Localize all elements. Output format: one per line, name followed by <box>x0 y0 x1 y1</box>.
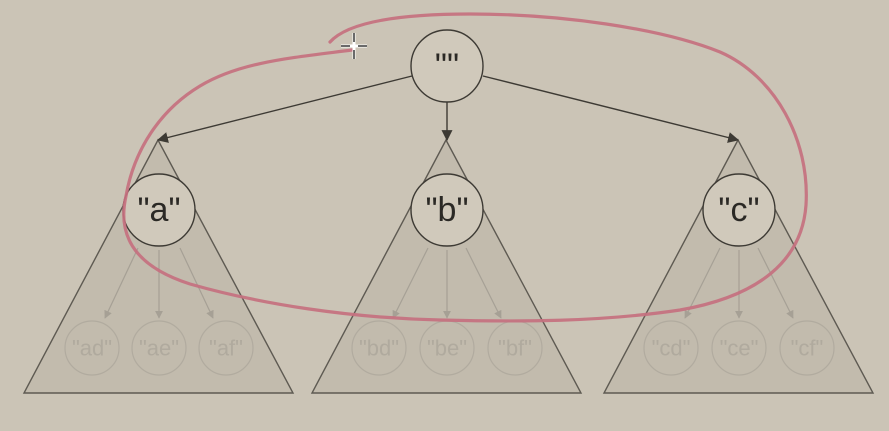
grandchild-label: "af" <box>209 336 243 361</box>
grandchild-label: "bf" <box>498 336 532 361</box>
grandchild-label: "ae" <box>139 336 179 361</box>
subtree-b: "bd" "be" "bf" <box>310 138 583 394</box>
crosshair-cursor-icon <box>341 33 367 59</box>
grandchild-label: "cd" <box>652 336 691 361</box>
child-node-a: "a" <box>122 173 196 247</box>
grandchild-label: "cf" <box>791 336 824 361</box>
freehand-annotation-loop <box>122 12 808 323</box>
child-label: "b" <box>425 191 468 229</box>
faded-edges-a <box>104 247 214 319</box>
edge-root-to-c <box>482 75 740 143</box>
subtree-a: "ad" "ae" "af" <box>22 138 295 394</box>
root-label: "" <box>435 47 459 85</box>
root-node: "" <box>410 29 484 103</box>
grandchild-node-ce: "ce" <box>711 320 767 376</box>
grandchild-node-ae: "ae" <box>131 320 187 376</box>
edge-root-to-a <box>156 75 413 143</box>
child-node-c: "c" <box>702 173 776 247</box>
faded-edges-b <box>392 247 502 319</box>
child-label: "c" <box>718 191 759 229</box>
grandchild-label: "be" <box>427 336 467 361</box>
grandchild-label: "ad" <box>72 336 112 361</box>
grandchild-node-ad: "ad" <box>64 320 120 376</box>
child-node-b: "b" <box>410 173 484 247</box>
grandchild-label: "ce" <box>720 336 759 361</box>
grandchild-node-bd: "bd" <box>351 320 407 376</box>
grandchild-node-be: "be" <box>419 320 475 376</box>
grandchild-node-cf: "cf" <box>779 320 835 376</box>
grandchild-node-af: "af" <box>198 320 254 376</box>
grandchild-node-cd: "cd" <box>643 320 699 376</box>
root-edges <box>156 75 740 143</box>
child-label: "a" <box>137 191 180 229</box>
grandchild-label: "bd" <box>359 336 399 361</box>
